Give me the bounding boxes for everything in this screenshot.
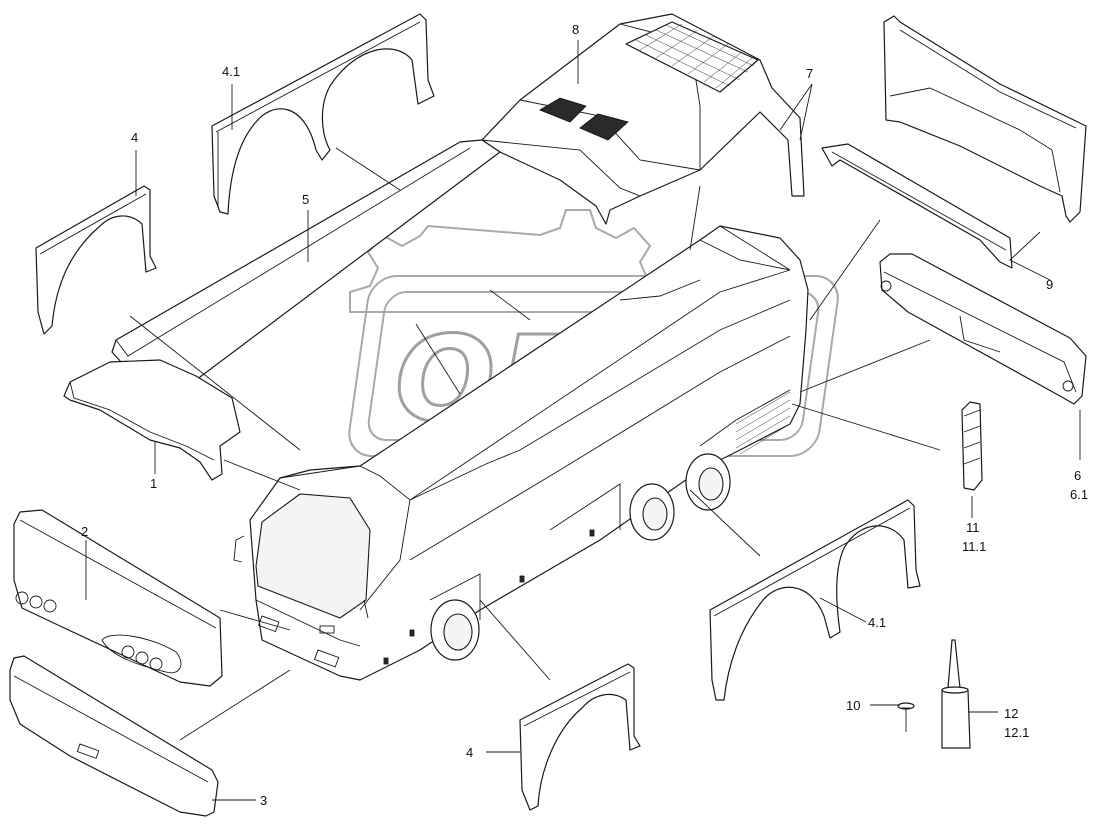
callout-1: 1 [150,476,157,491]
callout-6-1: 6.1 [1070,487,1088,502]
callout-4-lower: 4 [466,745,473,760]
callout-8: 8 [572,22,579,37]
callout-11-1: 11.1 [962,539,986,554]
callout-2: 2 [81,524,88,539]
callout-6: 6 [1074,468,1081,483]
callout-4-upper: 4 [131,130,138,145]
bus-body [233,225,809,681]
callout-12: 12 [1004,706,1018,721]
callout-4-1-lower: 4.1 [868,615,886,630]
part-2-front-fascia [13,509,223,687]
callout-5: 5 [302,192,309,207]
callout-10: 10 [846,698,860,713]
callout-4-1-upper: 4.1 [222,64,240,79]
callout-12-1: 12.1 [1004,725,1029,740]
part-4-wheel-arch-lower [519,663,641,811]
callout-3: 3 [260,793,267,808]
callout-7: 7 [806,66,813,81]
callout-9: 9 [1046,277,1053,292]
part-11-trim-strip [961,401,983,491]
part-1-front-roof-cap [63,359,241,481]
part-6-rear-panel [879,253,1087,405]
part-4-1-wheel-arch-lower [709,499,921,701]
part-4-wheel-arch-upper [35,185,157,335]
callout-11: 11 [966,520,980,535]
part-12-sealant-cartridge [941,639,971,749]
part-8-rear-roof-hood [481,13,805,225]
part-10-fastener [897,702,915,732]
leader-lines [85,40,1081,801]
part-4-1-wheel-arch-upper [211,13,435,215]
part-3-front-bumper [9,655,219,817]
callout-labels: 1 2 3 4 4 4.1 4.1 5 6 6.1 7 8 9 10 11 11… [81,22,1088,808]
part-9-side-panels [821,15,1087,269]
